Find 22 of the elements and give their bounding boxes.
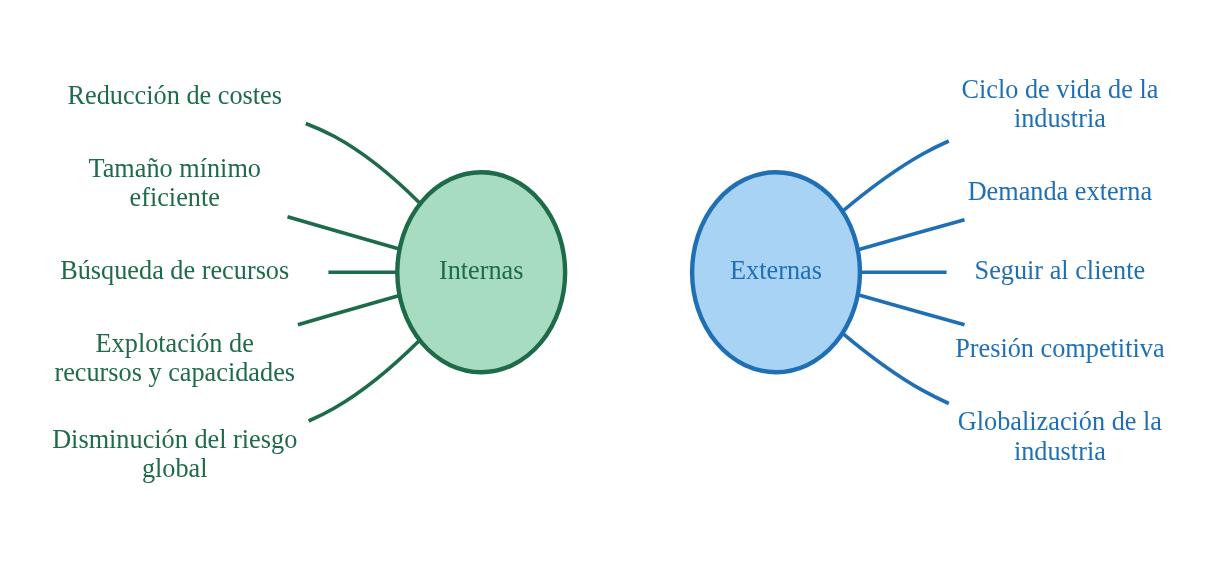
connector [297, 293, 400, 327]
connector [307, 339, 421, 423]
node-text: Ciclo de vida de la industria [961, 74, 1159, 133]
connector [841, 331, 950, 406]
connector [287, 215, 400, 251]
connector [857, 218, 965, 252]
connector [860, 270, 947, 275]
node-ellipse: Internas [395, 170, 568, 375]
node-text: Presión competitiva [955, 334, 1165, 364]
node-text: Explotación de recursos y capacidades [54, 328, 296, 387]
connector [328, 270, 398, 275]
connector [305, 121, 421, 205]
node-text: Globalización de la industria [957, 407, 1162, 466]
node-text: Tamaño mínimo eficiente [88, 153, 261, 212]
node-text: Demanda externa [967, 176, 1153, 206]
node-text: Reducción de costes [67, 80, 282, 110]
node-text: Disminución del riesgo global [52, 424, 298, 484]
node-ellipse: Externas [689, 170, 863, 375]
node-text: Seguir al cliente [974, 255, 1146, 285]
connector [857, 293, 965, 327]
node-text: Búsqueda de recursos [60, 255, 290, 285]
connector [841, 139, 950, 213]
